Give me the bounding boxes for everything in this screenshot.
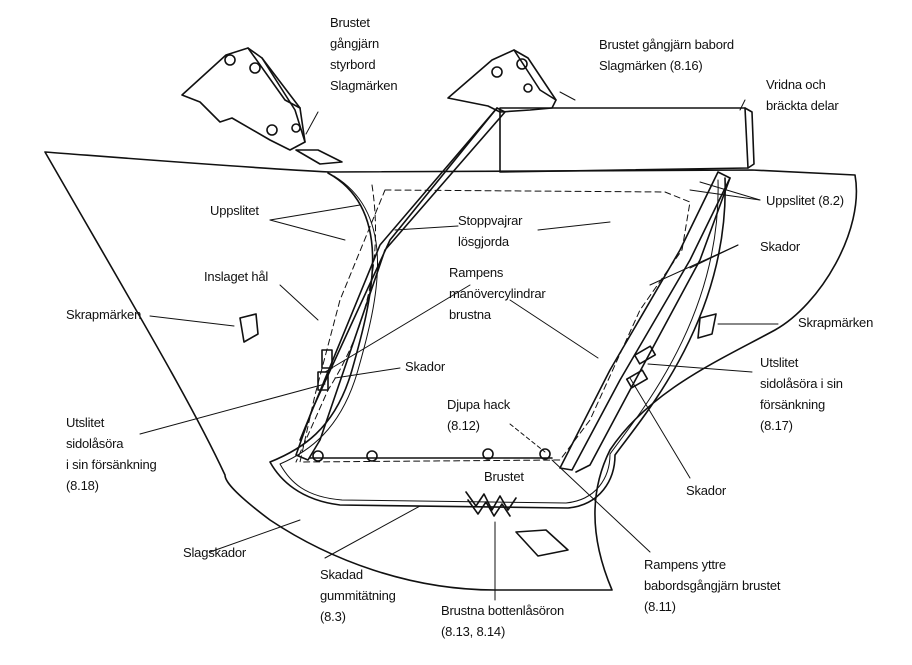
label-vridna-brackta-delar: Vridna och bräckta delar [766, 77, 839, 113]
ramp-bottom-bar [309, 448, 553, 462]
skrapmarke-left-block [239, 313, 259, 343]
label-uppslitet-left: Uppslitet [210, 203, 259, 218]
sidolasora-right-1 [633, 345, 657, 365]
label-rampens-yttre: Rampens yttre babordsgångjärn brustet (8… [644, 557, 781, 614]
leader-lines [139, 91, 779, 601]
styrbord-hinge [181, 47, 306, 151]
label-brustet-gangjarn-styrbord: Brustet gångjärn styrbord Slagmärken [330, 15, 398, 93]
label-skrapmarken-right: Skrapmärken [798, 315, 874, 330]
skrapmarke-right-block [697, 313, 717, 339]
sidolasora-right-2 [625, 369, 649, 389]
gummi-seal-inner [279, 175, 719, 504]
label-skadad-gummitatning: Skadad gummitätning (8.3) [320, 567, 396, 624]
babord-hinge [447, 49, 557, 113]
label-djupa-hack: Djupa hack (8.12) [447, 397, 511, 433]
brustna-bottenlasoron [465, 491, 517, 517]
label-skrapmarken-left: Skrapmärken [66, 307, 142, 322]
ramp-right-arm [559, 171, 731, 473]
label-inslaget-hal: Inslaget hål [204, 269, 269, 284]
label-brustna-bottenlasoron: Brustna bottenlåsöron (8.13, 8.14) [441, 603, 564, 639]
ramp-dashed-outline [299, 189, 691, 463]
sidolasora-left-1 [321, 349, 333, 369]
styrbord-scrap-mark [295, 149, 343, 165]
label-rampens-manovercylindrar: Rampens manövercylindrar brustna [449, 265, 546, 322]
label-utslitet-left: Utslitet sidolåsöra i sin försänkning (8… [66, 415, 157, 493]
label-brustet-gangjarn-babord: Brustet gångjärn babord Slagmärken (8.16… [599, 37, 734, 73]
label-utslitet-right: Utslitet sidolåsöra i sin försänkning (8… [760, 355, 843, 433]
hull-outline [44, 151, 858, 591]
vridna-delar-box [499, 107, 755, 173]
label-slagskador: Slagskador [183, 545, 247, 560]
label-brustet: Brustet [484, 469, 524, 484]
label-skador-right: Skador [760, 239, 800, 254]
ramp-left-arm [295, 107, 506, 461]
label-skador-bottom-right: Skador [686, 483, 726, 498]
broken-lug-block [515, 529, 569, 557]
label-uppslitet-right: Uppslitet (8.2) [766, 193, 844, 208]
gummi-seal [269, 172, 726, 509]
sidolasora-left-2 [317, 371, 329, 391]
label-stoppvajrar: Stoppvajrar lösgjorda [458, 213, 523, 249]
label-skador-center: Skador [405, 359, 445, 374]
